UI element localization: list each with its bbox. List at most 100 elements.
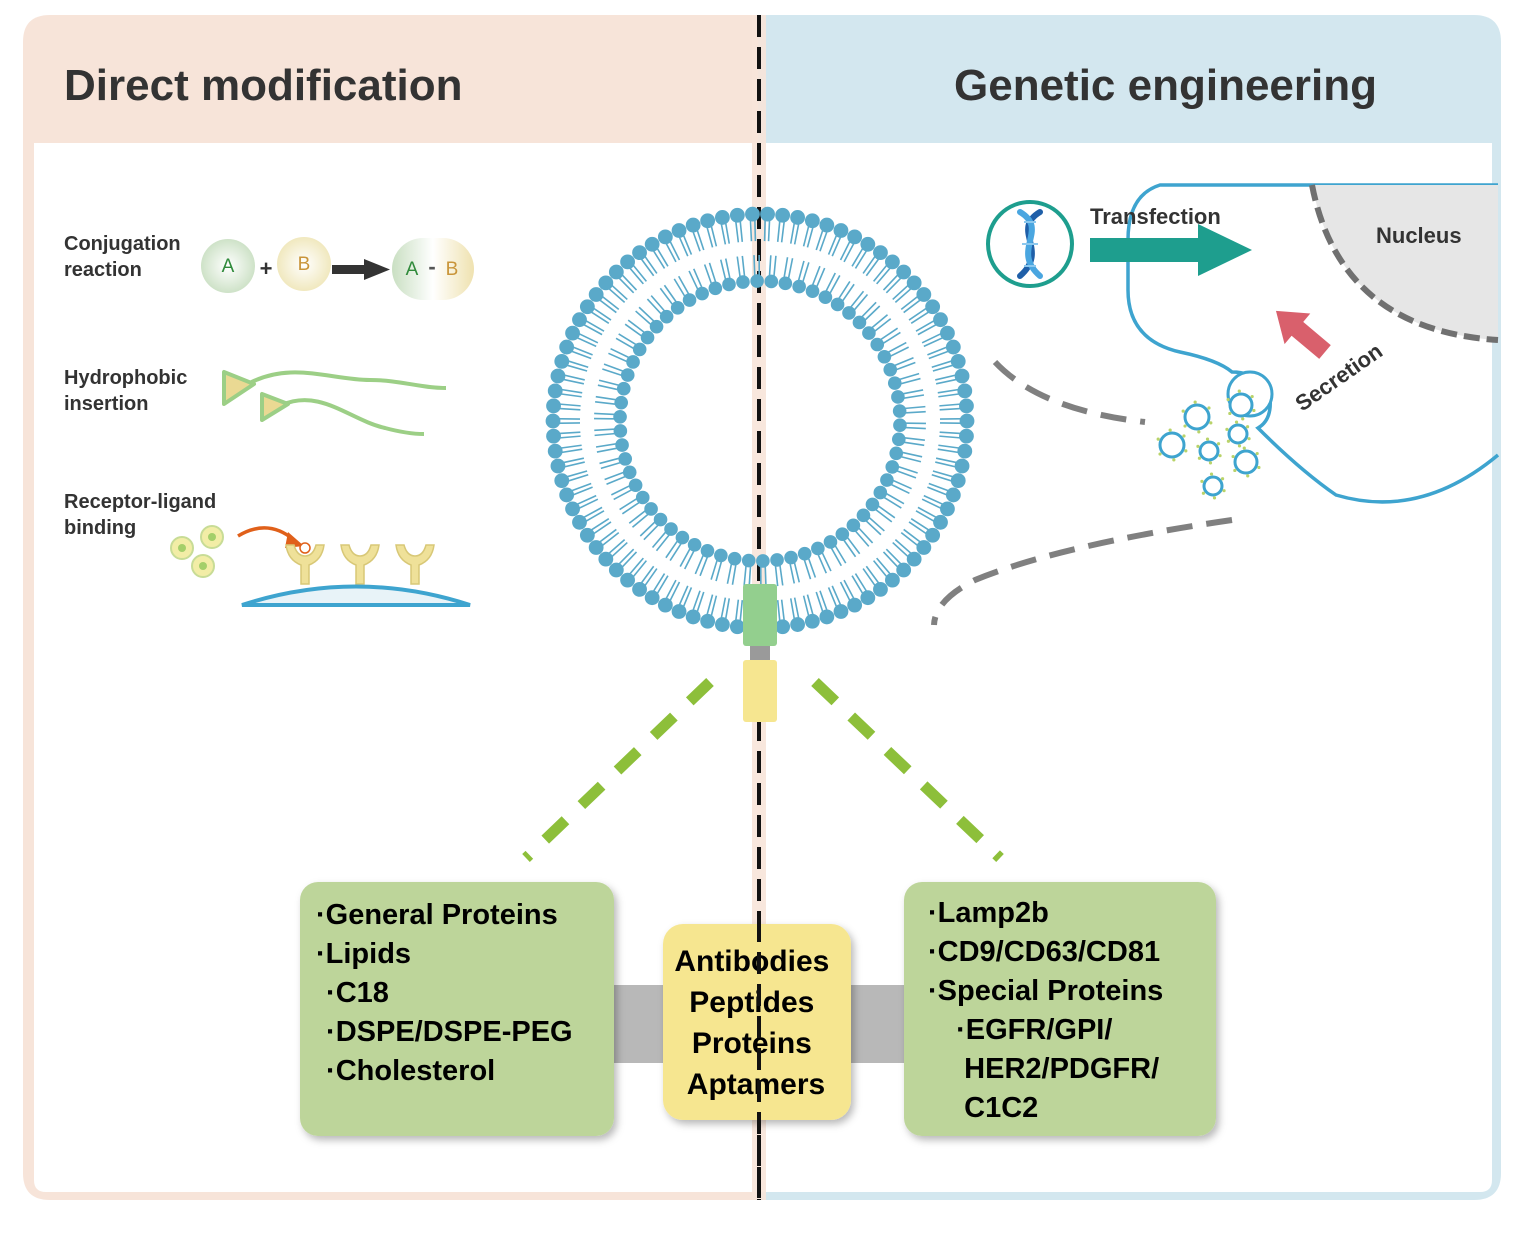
right-box-text: ·Lamp2b ·CD9/CD63/CD81 ·Special Proteins… — [928, 897, 1163, 1124]
exosome-marker — [1257, 465, 1261, 470]
lipid-head — [644, 502, 658, 516]
lipid-head — [885, 460, 900, 474]
lipid-head — [925, 299, 941, 315]
exosome — [1233, 449, 1259, 475]
lipid-head — [819, 217, 835, 233]
lipid-head — [745, 206, 760, 222]
lipid-head — [640, 330, 655, 345]
lipid-head — [896, 264, 912, 280]
exosome-marker — [1209, 472, 1214, 476]
lipid-head — [626, 355, 640, 369]
lipid-head — [620, 572, 635, 588]
lipid-head — [804, 213, 820, 229]
reactant-a-circle — [201, 239, 255, 293]
lipid-head — [644, 590, 660, 606]
lipid-head — [550, 368, 566, 384]
lipid-head — [830, 297, 845, 312]
lipid-head — [959, 428, 974, 444]
reactant-a-label: A — [222, 256, 235, 277]
lipid-head — [950, 353, 966, 369]
exosome-marker — [1226, 397, 1230, 402]
lipid-head — [608, 264, 624, 280]
exosome-marker — [1158, 452, 1162, 456]
lipid-head — [664, 522, 678, 536]
lipid-head — [649, 319, 664, 334]
exosome-marker — [1255, 451, 1259, 456]
lipid-head — [833, 223, 849, 238]
lipid-head — [554, 473, 570, 489]
right-info-box: ·Lamp2b ·CD9/CD63/CD81 ·Special Proteins… — [904, 882, 1216, 1136]
lipid-head — [883, 362, 898, 377]
lipid-head — [588, 540, 604, 555]
lipid-head — [659, 309, 674, 324]
lipid-head — [896, 562, 912, 578]
transfection-label: Transfection — [1090, 204, 1221, 229]
exosome-marker — [1222, 489, 1226, 493]
lipid-head — [565, 501, 580, 517]
exosome-marker — [1225, 427, 1229, 431]
lipid-head — [565, 325, 580, 341]
lipid-head — [632, 342, 647, 357]
lipid-head — [792, 279, 806, 294]
lipid-head — [846, 518, 861, 533]
lipid-head — [547, 383, 563, 399]
lipid-head — [685, 609, 701, 625]
lipid-head — [670, 300, 685, 315]
lipid-head — [933, 312, 948, 328]
lipid-head — [588, 287, 604, 302]
binding-arrow-icon — [237, 526, 304, 548]
lipid-head — [790, 617, 805, 632]
left-panel-title: Direct modification — [64, 61, 463, 110]
lipid-head — [616, 381, 631, 396]
exosome-marker — [1182, 434, 1186, 438]
receptor-ligand-binding: Receptor-ligand binding — [64, 491, 471, 607]
nucleus — [1312, 185, 1498, 340]
lipid-head — [722, 277, 736, 292]
lipid-head — [657, 597, 673, 613]
lipid-head — [620, 254, 635, 270]
exosome-marker — [1184, 449, 1188, 453]
exosome-marker — [1226, 439, 1231, 443]
exosome-marker — [1247, 437, 1251, 441]
lipid-head — [715, 617, 730, 632]
zoom-dashed-lower — [931, 517, 1233, 626]
conjugation-label: Conjugation reaction — [64, 233, 186, 281]
exosome-marker — [1156, 437, 1160, 441]
lipid-head — [775, 207, 791, 223]
product-dash: - — [428, 254, 435, 279]
lipid-head — [756, 554, 770, 568]
exosome-marker — [1197, 430, 1201, 434]
exosome-marker — [1168, 428, 1172, 432]
lipid-head — [880, 473, 894, 487]
lipid-head — [572, 514, 587, 530]
lipid-head — [615, 438, 629, 452]
lipid-head — [613, 424, 628, 438]
lipid-head — [823, 535, 838, 549]
reactant-b-label: B — [298, 254, 311, 275]
lipid-head — [598, 551, 614, 567]
lipid-head — [708, 281, 723, 296]
lipid-head — [547, 443, 563, 459]
lipid-head — [891, 432, 906, 447]
lipid-head — [847, 229, 863, 245]
exosome-marker — [1245, 425, 1250, 429]
lipid-head — [852, 315, 867, 330]
lipid-head — [750, 274, 764, 288]
exosome — [1198, 440, 1220, 462]
lipid-head — [873, 485, 888, 500]
lipid-head-1 — [222, 370, 256, 406]
lipid-head — [957, 443, 973, 459]
lipid-head — [554, 353, 570, 369]
lipid-head — [957, 383, 973, 399]
lipid-head — [797, 546, 812, 561]
lipid-head — [622, 465, 637, 480]
exosome-marker — [1237, 389, 1241, 393]
dna-helix-icon — [986, 200, 1074, 288]
exosome-marker — [1233, 468, 1237, 473]
lipid-head — [778, 276, 793, 291]
lipid-head — [687, 537, 702, 552]
lipid-head — [805, 284, 820, 299]
lipid-head — [891, 390, 905, 404]
lipid-head — [770, 553, 784, 567]
membrane-protein — [743, 584, 777, 722]
